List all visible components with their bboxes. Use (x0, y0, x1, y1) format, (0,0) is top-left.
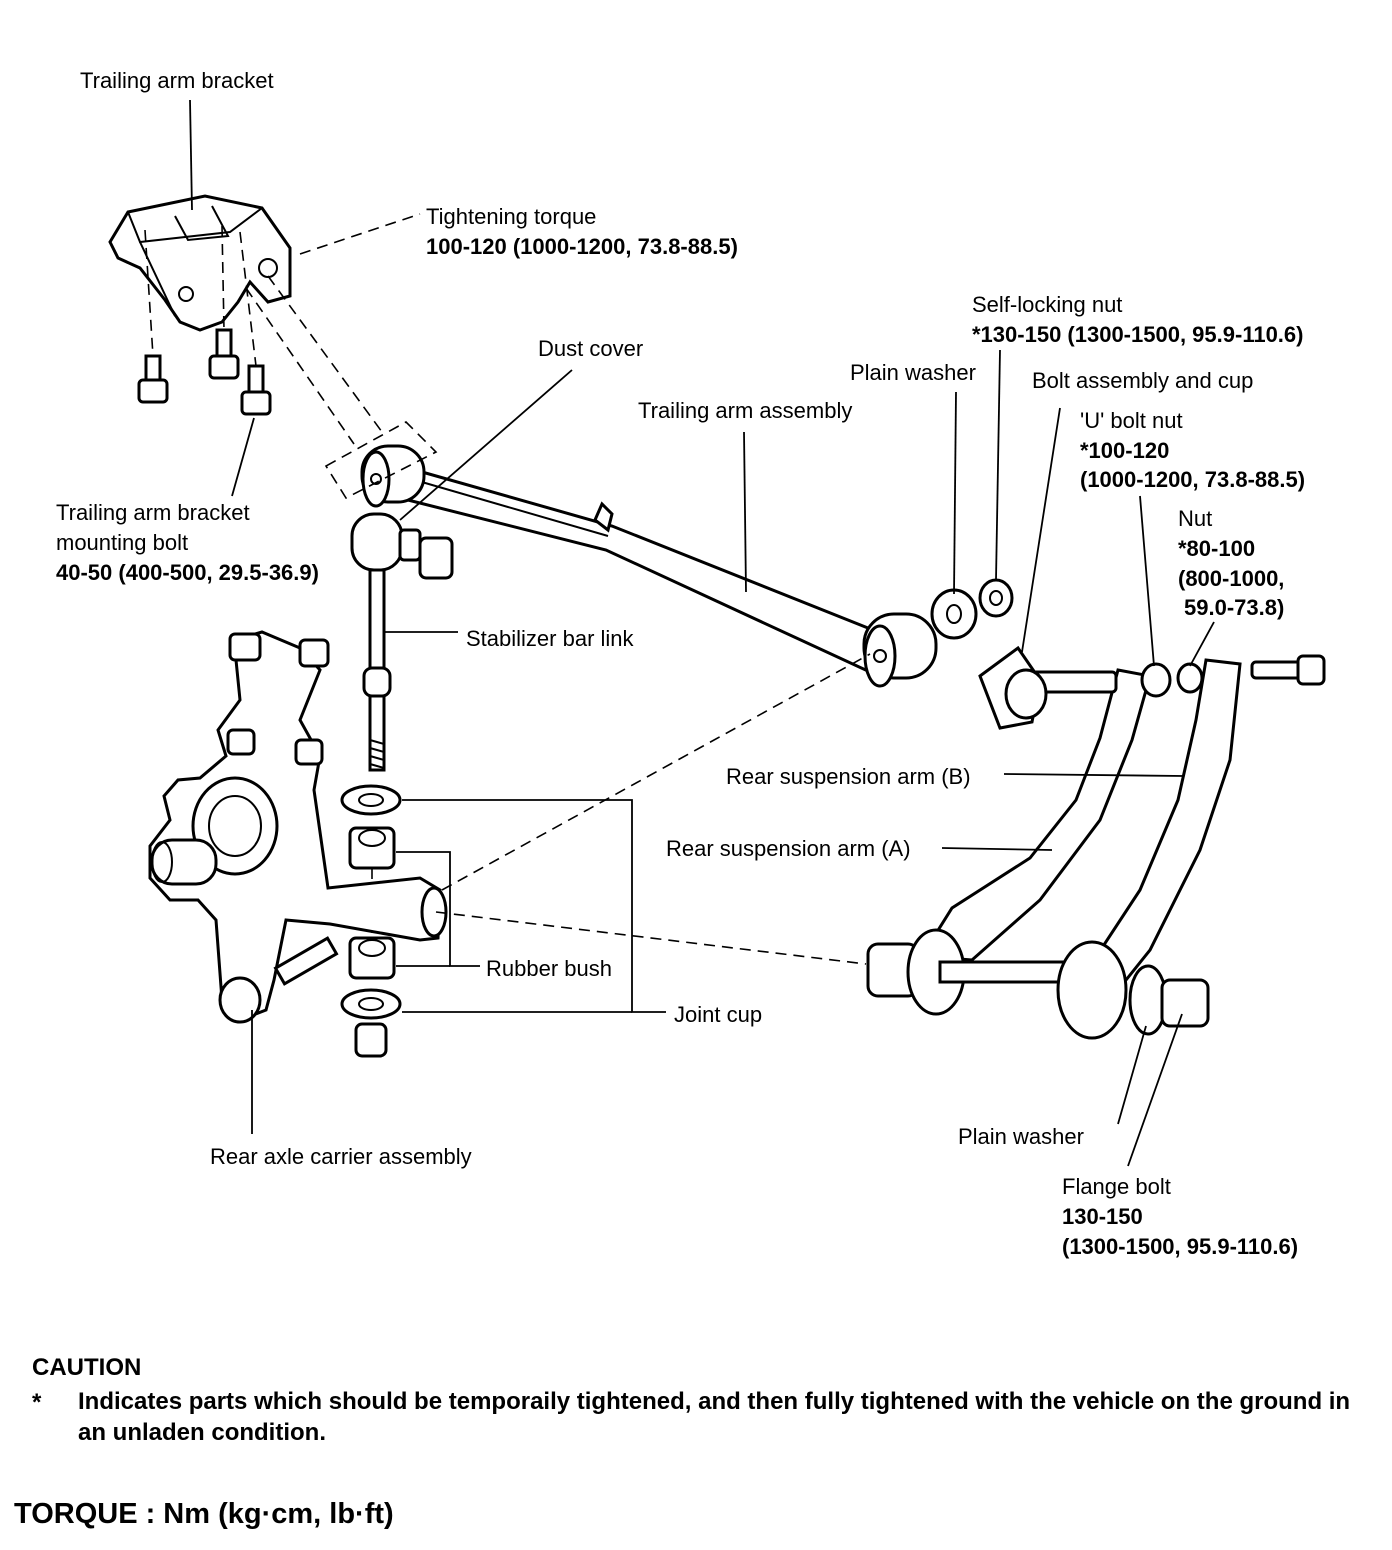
label-plain-washer-top: Plain washer (850, 360, 976, 385)
trailing-arm-bracket-drawing (108, 194, 292, 332)
rear-suspension-arms-drawing (435, 645, 1326, 1040)
label-trailing-arm-bracket: Trailing arm bracket (80, 68, 274, 93)
leader-lines (189, 99, 1215, 1167)
label-bolt-assembly-and-cup: Bolt assembly and cup (1032, 368, 1254, 393)
label-rear-axle-carrier-assembly: Rear axle carrier assembly (210, 1144, 472, 1169)
label-dust-cover: Dust cover (538, 336, 644, 361)
label-rear-suspension-arm-b: Rear suspension arm (B) (726, 764, 971, 789)
label-u-bolt-nut-title: 'U' bolt nut (1080, 408, 1183, 433)
trailing-arm-washers-drawing (930, 578, 1014, 640)
label-nut-value-2: (800-1000, (1178, 566, 1285, 591)
label-rear-suspension-arm-a: Rear suspension arm (A) (666, 836, 911, 861)
stabilizer-bar-link-drawing (350, 512, 454, 772)
bracket-mounting-bolts-drawing (137, 225, 272, 416)
label-bracket-bolt-title-1: Trailing arm bracket (56, 500, 250, 525)
label-u-bolt-nut-value-2: (1000-1200, 73.8-88.5) (1080, 467, 1306, 492)
caution-text: Indicates parts which should be temporai… (78, 1388, 1351, 1446)
label-flange-bolt-value-1: 130-150 (1062, 1204, 1143, 1229)
label-trailing-arm-assembly: Trailing arm assembly (638, 398, 853, 423)
label-bracket-bolt-value: 40-50 (400-500, 29.5-36.9) (56, 560, 319, 585)
label-u-bolt-nut-value-1: *100-120 (1080, 438, 1170, 463)
trailing-arm-assembly-drawing (245, 213, 938, 688)
label-tightening-torque-value: 100-120 (1000-1200, 73.8-88.5) (426, 234, 738, 259)
label-stabilizer-bar-link: Stabilizer bar link (466, 626, 634, 651)
label-joint-cup: Joint cup (674, 1002, 763, 1027)
label-nut-title: Nut (1178, 506, 1213, 531)
label-tightening-torque-title: Tightening torque (426, 204, 597, 229)
label-plain-washer-bottom: Plain washer (958, 1124, 1084, 1149)
bush-and-cup-stack-drawing (340, 784, 402, 1058)
caution-marker: * (32, 1389, 42, 1416)
label-nut-value-3: 59.0-73.8) (1184, 595, 1285, 620)
label-flange-bolt-value-2: (1300-1500, 95.9-110.6) (1062, 1234, 1299, 1259)
label-bracket-bolt-title-2: mounting bolt (56, 530, 189, 555)
torque-units: TORQUE : Nm (kg·cm, lb·ft) (14, 1498, 394, 1530)
label-self-locking-nut-value: *130-150 (1300-1500, 95.9-110.6) (972, 322, 1304, 347)
label-nut-value-1: *80-100 (1178, 536, 1256, 561)
label-self-locking-nut-title: Self-locking nut (972, 292, 1123, 317)
caution-title: CAUTION (32, 1354, 142, 1381)
label-flange-bolt-title: Flange bolt (1062, 1174, 1171, 1199)
rear-axle-carrier-drawing (148, 630, 448, 1024)
label-rubber-bush: Rubber bush (486, 956, 612, 981)
